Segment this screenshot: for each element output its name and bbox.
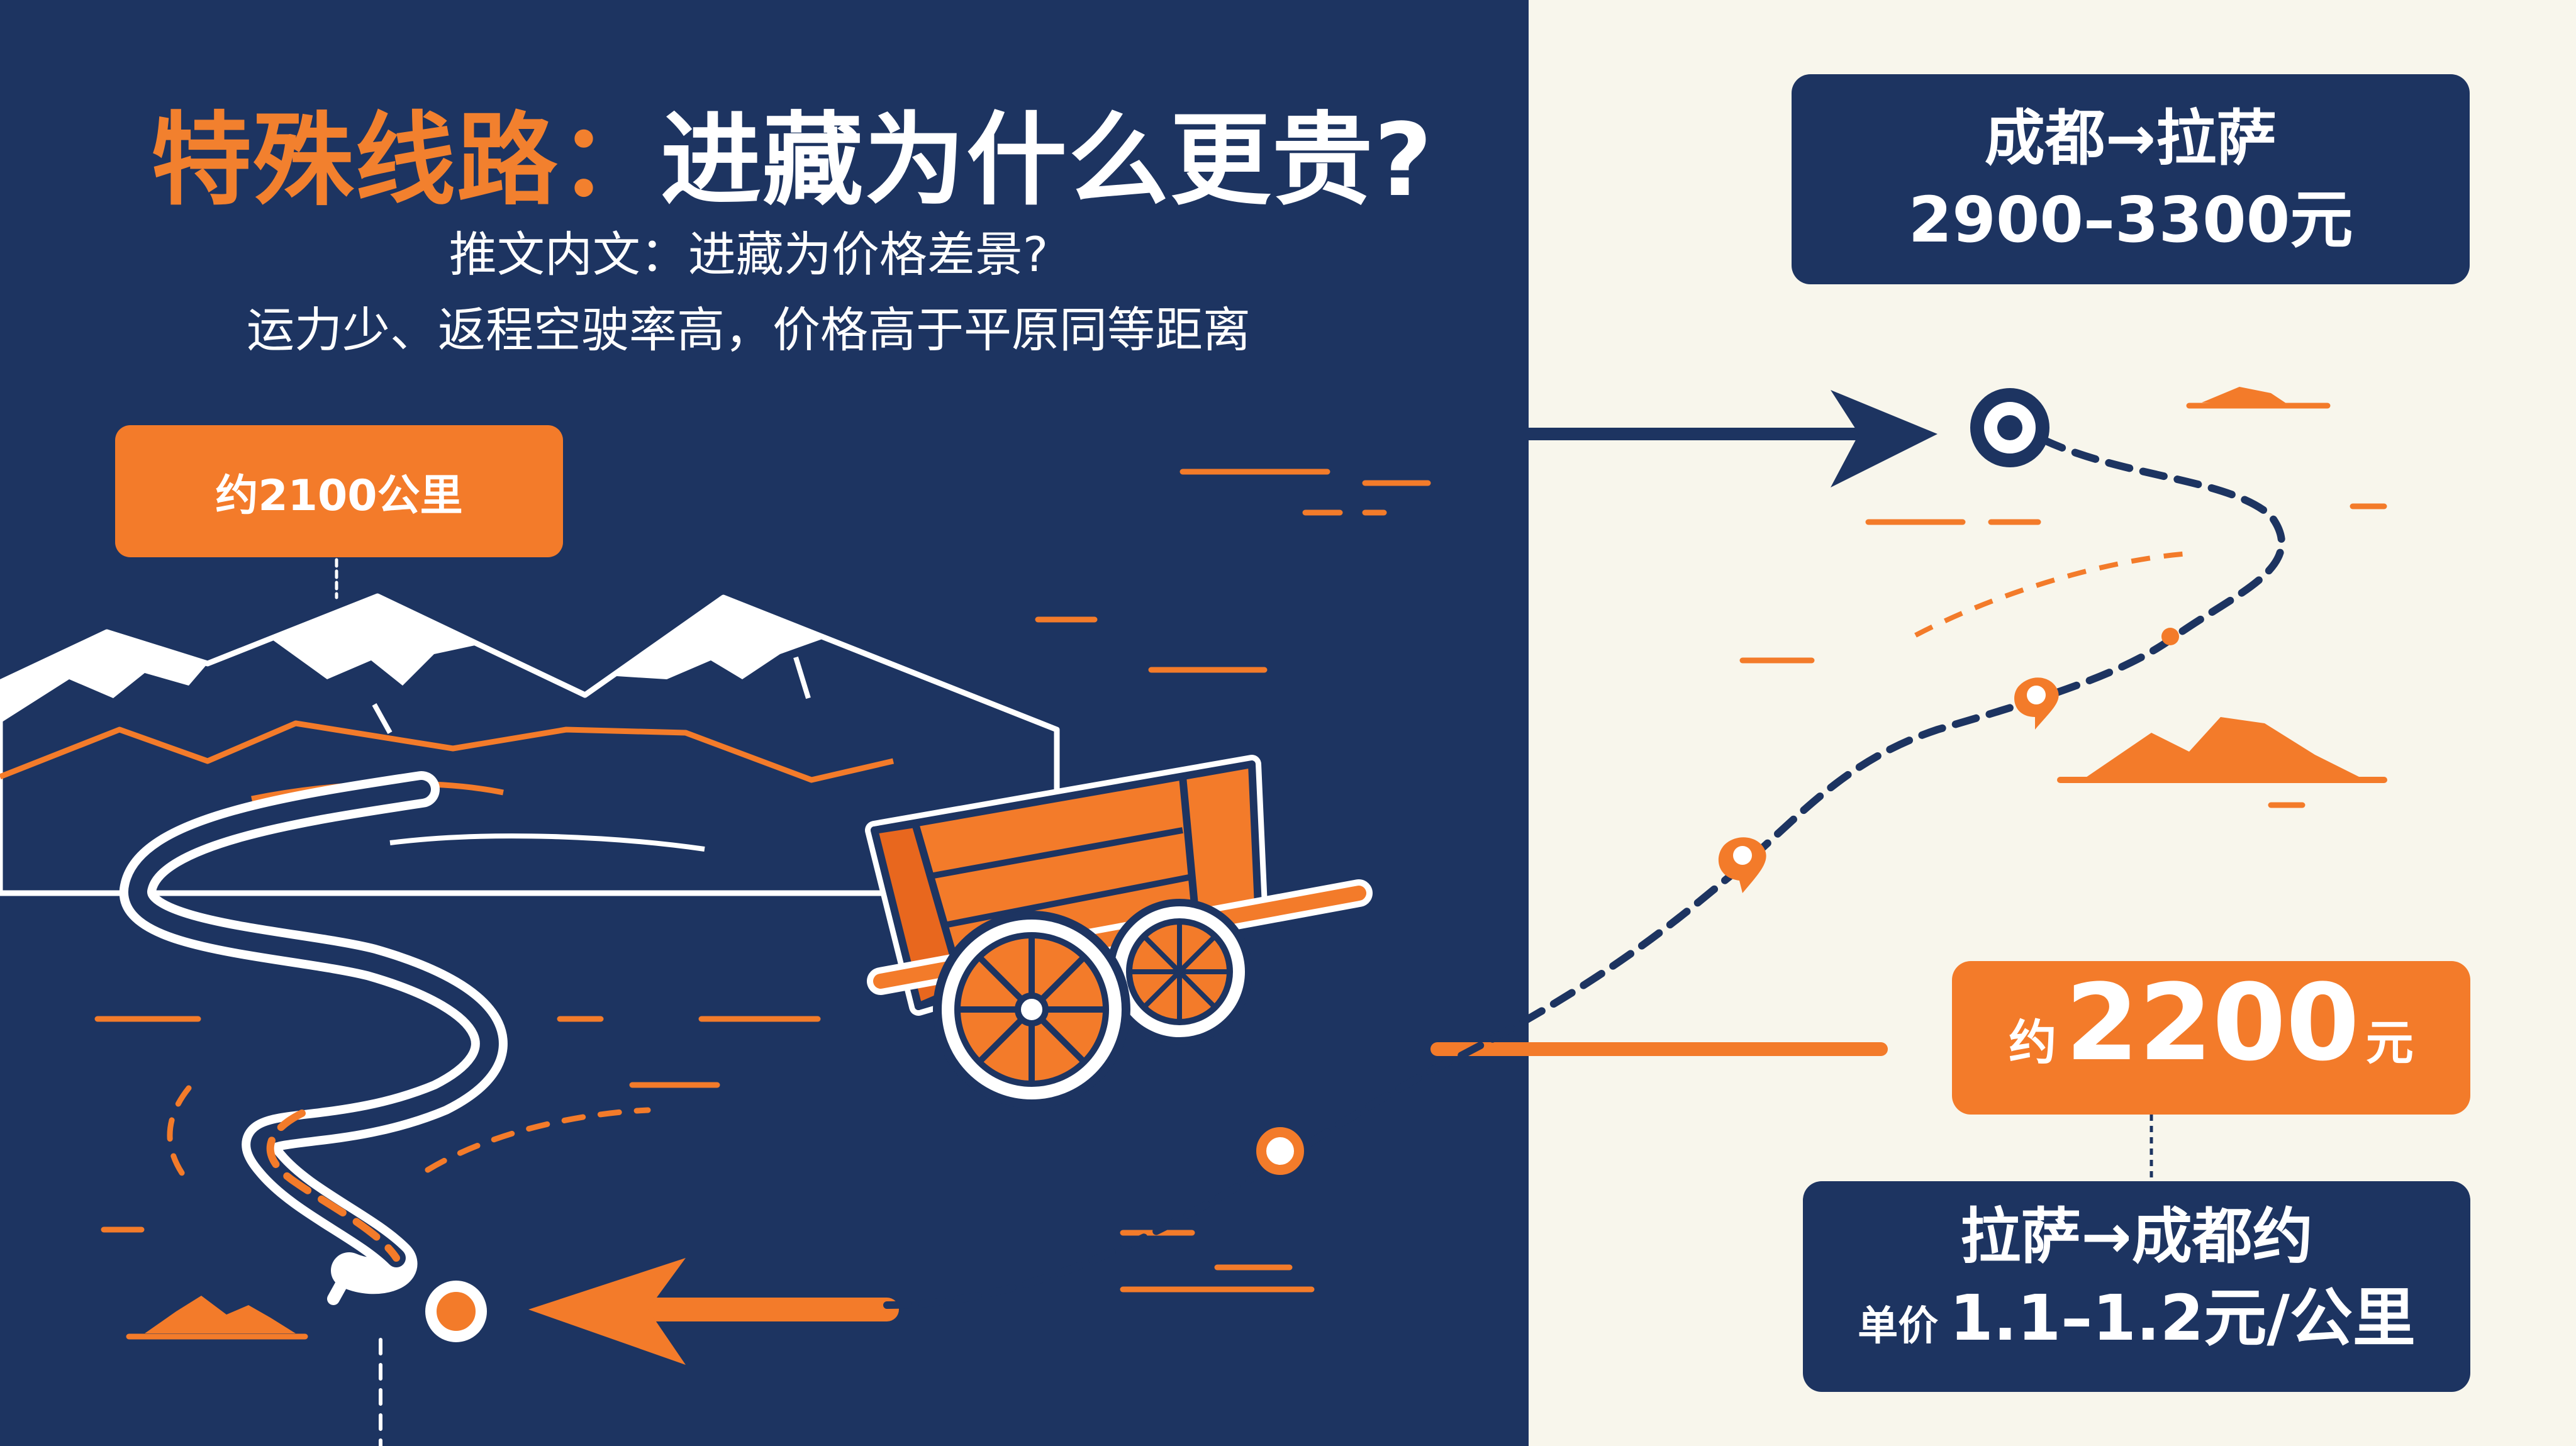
unit-price-label: 单价 bbox=[1858, 1303, 1939, 1350]
unit-price-value: 1.1–1.2元/公里 bbox=[1949, 1281, 2416, 1355]
winding-road-icon bbox=[120, 558, 651, 1446]
return-price-prefix: 约 bbox=[2009, 1015, 2057, 1071]
return-price-unit: 元 bbox=[2365, 1015, 2414, 1071]
subtitle-line-2: 运力少、返程空驶率高，价格高于平原同等距离 bbox=[247, 302, 1251, 358]
waypoint-marker bbox=[1256, 1127, 1304, 1175]
distance-badge: 约2100公里 bbox=[115, 425, 563, 557]
outbound-route-name: 成都→拉萨 bbox=[1984, 103, 2277, 174]
arrow-left-icon bbox=[528, 1258, 899, 1365]
dashed-route bbox=[883, 437, 2285, 1309]
cloud-icon bbox=[2057, 717, 2387, 783]
location-pin-icon bbox=[1970, 388, 2049, 467]
return-price-badge: 约 2200 元 bbox=[1952, 961, 2470, 1115]
arrow-right-icon bbox=[1529, 390, 1938, 487]
page-title: 特殊线路：进藏为什么更贵? bbox=[151, 79, 1434, 225]
cloud-icon bbox=[126, 1296, 308, 1340]
cloud-icon bbox=[2186, 387, 2331, 409]
waypoint-marker bbox=[2161, 628, 2179, 645]
location-pin-icon bbox=[1718, 837, 1766, 893]
subtitle: 推文内文：进藏为价格差景? 运力少、返程空驶率高，价格高于平原同等距离 bbox=[214, 217, 1283, 368]
return-route-name: 拉萨→成都约 bbox=[1960, 1201, 2313, 1272]
decorative-dashes-right bbox=[1739, 503, 2387, 808]
location-pin-icon bbox=[2014, 677, 2059, 730]
outbound-route-price: 2900–3300元 bbox=[1908, 183, 2353, 257]
outbound-route-card: 成都→拉萨 2900–3300元 bbox=[1792, 74, 2470, 284]
start-marker bbox=[425, 1281, 487, 1342]
title-rest: 进藏为什么更贵? bbox=[661, 101, 1434, 219]
cart-icon bbox=[865, 755, 1373, 1108]
title-highlight: 特殊线路： bbox=[151, 101, 661, 219]
return-price-amount: 2200 bbox=[2065, 961, 2360, 1084]
subtitle-line-1: 推文内文：进藏为价格差景? bbox=[449, 226, 1049, 282]
